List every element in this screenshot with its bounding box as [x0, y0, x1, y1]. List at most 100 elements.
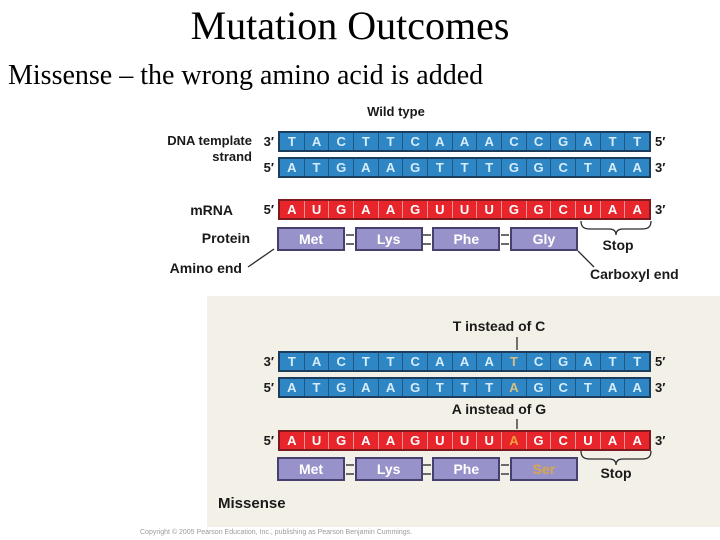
base-t: T [451, 159, 477, 176]
strand-end-label: 5′ [263, 433, 274, 448]
peptide-bond-icon [423, 233, 432, 245]
strand-end-label: 5′ [655, 134, 666, 149]
base-a: A [353, 201, 378, 218]
base-c: C [550, 432, 575, 449]
peptide-bond-icon [501, 233, 510, 245]
base-g: G [501, 159, 526, 176]
base-t: T [575, 379, 600, 396]
base-a: A [303, 353, 329, 370]
base-t: T [427, 379, 452, 396]
amino-acid-box: Ser [509, 457, 578, 481]
mrna-label: mRNA [190, 202, 233, 218]
peptide-bond-icon [345, 463, 354, 475]
base-t: T [353, 353, 378, 370]
base-u: U [303, 432, 329, 449]
base-a: A [624, 379, 649, 396]
base-t: T [287, 134, 296, 149]
base-t: T [451, 379, 477, 396]
base-u: U [575, 432, 600, 449]
base-t: T [377, 133, 403, 150]
base-t: T [427, 159, 452, 176]
dna-mutation-annotation: T instead of C [452, 318, 546, 334]
amino-acid-box: Met [277, 457, 345, 481]
protein-label: Protein [201, 230, 250, 246]
strand-end-label: 5′ [263, 202, 274, 217]
base-g: G [402, 379, 427, 396]
base-a: A [427, 353, 452, 370]
strand-end-label: 5′ [655, 354, 666, 369]
base-g: G [501, 201, 526, 218]
base-a: A [476, 133, 501, 150]
base-t: T [476, 379, 501, 396]
strand-end-label: 3′ [263, 354, 274, 369]
base-g: G [402, 201, 427, 218]
strand-end-label: 3′ [655, 202, 666, 217]
base-a: A [476, 353, 501, 370]
base-g: G [402, 159, 427, 176]
base-t: T [303, 379, 329, 396]
base-a: A [377, 201, 403, 218]
mrna-mutation-annotation: A instead of G [451, 401, 547, 417]
base-a: A [427, 133, 452, 150]
missense-label: Missense [218, 495, 286, 512]
base-g: G [328, 201, 353, 218]
slide-title: Mutation Outcomes [190, 3, 510, 48]
amino-end-label: Amino end [169, 260, 242, 276]
base-a: A [624, 159, 649, 176]
amino-acid-box: Lys [354, 457, 423, 481]
base-a: A [575, 353, 600, 370]
base-t: T [501, 353, 526, 370]
base-a: A [599, 432, 625, 449]
base-c: C [550, 201, 575, 218]
base-t: T [624, 353, 649, 370]
base-a: A [287, 160, 297, 175]
amino-acid-box: Met [277, 227, 345, 251]
base-a: A [599, 201, 625, 218]
base-u: U [476, 201, 501, 218]
peptide-bond-icon [345, 233, 354, 245]
wild-stop-brace-icon [580, 220, 652, 236]
base-u: U [427, 201, 452, 218]
base-a: A [575, 133, 600, 150]
base-t: T [377, 353, 403, 370]
base-c: C [525, 353, 551, 370]
base-a: A [377, 159, 403, 176]
base-g: G [550, 133, 575, 150]
base-a: A [501, 432, 526, 449]
mutant-panel-background [207, 296, 720, 527]
amino-acid-box: Phe [432, 227, 501, 251]
base-u: U [451, 201, 477, 218]
base-u: U [575, 201, 600, 218]
base-a: A [624, 432, 649, 449]
base-c: C [550, 379, 575, 396]
peptide-bond-icon [423, 463, 432, 475]
base-t: T [303, 159, 329, 176]
dna-template-label: DNA template strand [140, 133, 252, 165]
base-c: C [328, 353, 353, 370]
base-a: A [377, 379, 403, 396]
base-g: G [328, 379, 353, 396]
base-a: A [353, 159, 378, 176]
carboxyl-end-pointer-line [577, 250, 595, 268]
base-t: T [353, 133, 378, 150]
base-c: C [501, 133, 526, 150]
base-g: G [525, 159, 551, 176]
base-a: A [287, 433, 297, 448]
base-t: T [599, 133, 625, 150]
base-g: G [328, 159, 353, 176]
base-g: G [525, 379, 551, 396]
base-t: T [287, 354, 296, 369]
base-a: A [599, 379, 625, 396]
base-c: C [328, 133, 353, 150]
